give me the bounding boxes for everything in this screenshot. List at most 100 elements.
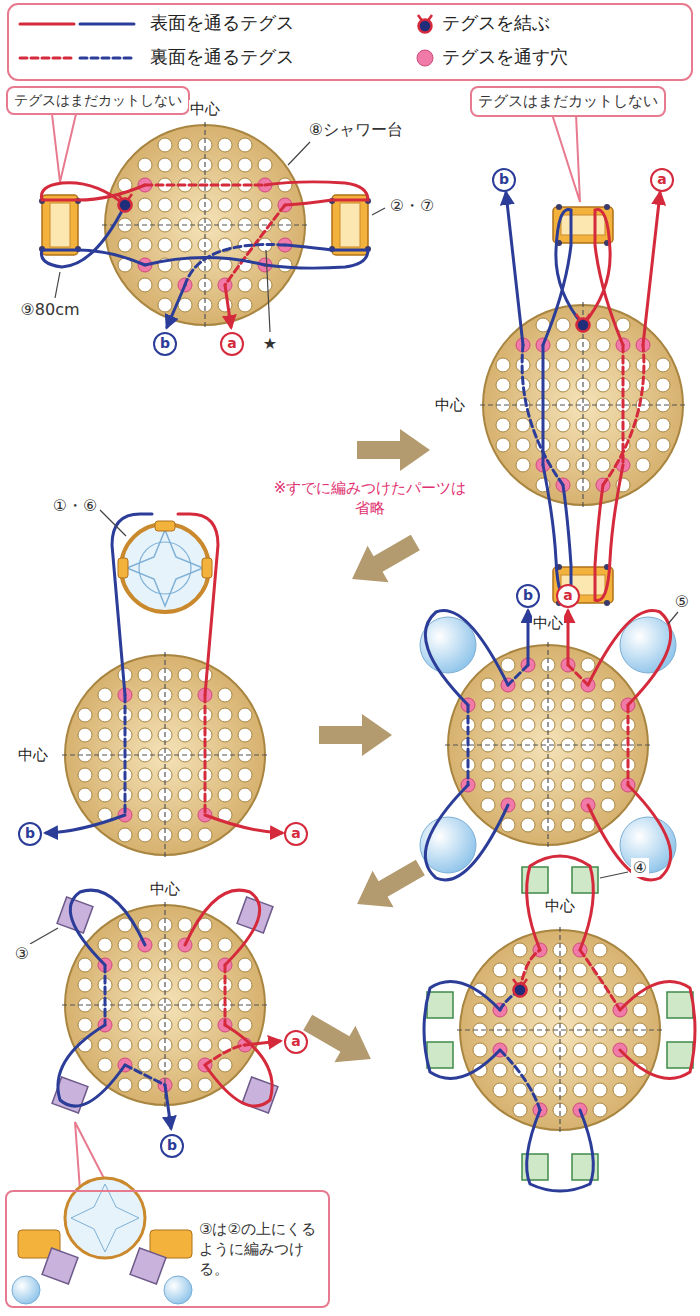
leader-line <box>30 928 58 944</box>
disc-hole <box>573 1083 587 1097</box>
disc-hole <box>601 718 615 732</box>
disc-hole <box>138 768 152 782</box>
disc-hole <box>178 1078 192 1092</box>
disc-hole <box>178 668 192 682</box>
disc-hole <box>533 963 547 977</box>
disc-hole <box>496 418 510 432</box>
thread-path <box>125 1065 165 1085</box>
disc-hole <box>581 778 595 792</box>
disc-hole <box>556 358 570 372</box>
disc-hole <box>118 1038 132 1052</box>
disc-hole <box>481 678 495 692</box>
knot-mark <box>118 194 132 212</box>
leader-line <box>668 612 678 624</box>
disc-hole <box>561 798 575 812</box>
disc-hole <box>178 238 192 252</box>
disc-hole <box>573 983 587 997</box>
disc-hole <box>593 943 607 957</box>
disc-hole <box>556 338 570 352</box>
disc-hole <box>556 318 570 332</box>
bead-parts <box>553 204 613 246</box>
disc-hole <box>178 1018 192 1032</box>
disc-hole <box>198 828 212 842</box>
disc-hole <box>521 718 535 732</box>
disc-hole <box>596 378 610 392</box>
leader-line <box>100 510 126 536</box>
bead-parts <box>427 992 453 1018</box>
legend-frame <box>418 15 432 33</box>
disc-hole <box>238 978 252 992</box>
disc-hole <box>561 718 575 732</box>
thread-path <box>224 965 227 1025</box>
thread-path <box>603 345 644 485</box>
thread-path <box>178 514 218 695</box>
thread-path <box>522 345 563 485</box>
leader-line <box>600 872 628 878</box>
center-mark: 中心 <box>189 100 221 118</box>
overlap-detail <box>42 1248 78 1284</box>
disc-hole <box>238 298 252 312</box>
center-line <box>547 642 548 848</box>
disc-hole <box>238 278 252 292</box>
disc-hole <box>613 963 627 977</box>
disc-hole <box>593 1043 607 1057</box>
legend-frame <box>20 57 74 60</box>
overlap-detail <box>164 1276 192 1304</box>
box-text: テグスはまだカットしない <box>478 91 658 111</box>
disc-hole <box>178 1058 192 1072</box>
disc-hole <box>556 438 570 452</box>
bead-parts <box>427 1042 453 1068</box>
disc-hole <box>138 728 152 742</box>
shower-disc <box>65 125 683 1130</box>
thread-path <box>112 514 152 695</box>
disc-hole <box>218 768 232 782</box>
disc-hole <box>178 198 192 212</box>
disc-hole <box>481 778 495 792</box>
disc-hole <box>593 1063 607 1077</box>
thread-path <box>41 182 695 1191</box>
thread-path <box>185 245 285 286</box>
disc-hole <box>258 278 272 292</box>
thread-path <box>543 465 571 601</box>
disc-hole <box>656 418 670 432</box>
disc-hole <box>561 758 575 772</box>
disc-hole <box>98 768 112 782</box>
disc-hole <box>573 1003 587 1017</box>
thread-path <box>588 611 671 705</box>
center-line <box>559 927 560 1133</box>
disc-hole <box>218 688 232 702</box>
overlap-detail <box>130 1248 166 1284</box>
disc-hole <box>561 818 575 832</box>
disc-hole <box>501 818 515 832</box>
disc-hole <box>98 688 112 702</box>
step-arrows <box>357 429 430 471</box>
disc-hole <box>198 938 212 952</box>
thread-path <box>643 193 660 345</box>
disc-hole <box>118 828 132 842</box>
callout-number: ②・⑦ <box>388 196 437 215</box>
box-text: ③は②の上にくるように編みつける。 <box>199 1219 317 1280</box>
thread-path <box>506 193 523 345</box>
disc-hole <box>178 808 192 822</box>
disc-hole <box>481 798 495 812</box>
thread-path <box>425 611 508 705</box>
bead-parts <box>118 558 128 578</box>
disc-hole <box>138 808 152 822</box>
note-box: ③は②の上にくるように編みつける。 <box>5 1190 330 1308</box>
disc-hole <box>561 698 575 712</box>
disc-hole <box>561 678 575 692</box>
disc-hole <box>493 1083 507 1097</box>
bead-parts <box>667 1042 693 1068</box>
disc-hole <box>218 938 232 952</box>
thread-path <box>104 965 107 1025</box>
disc-hole <box>138 1058 152 1072</box>
thread-end-tag: b <box>153 332 177 356</box>
disc-hole <box>178 688 192 702</box>
disc-hole <box>601 698 615 712</box>
disc-hole <box>596 318 610 332</box>
disc-hole <box>501 698 515 712</box>
thread-end-tag: b <box>516 584 540 608</box>
legend-text: テグスを結ぶ <box>442 12 550 34</box>
thread-path <box>70 890 145 965</box>
disc-hole <box>533 1063 547 1077</box>
